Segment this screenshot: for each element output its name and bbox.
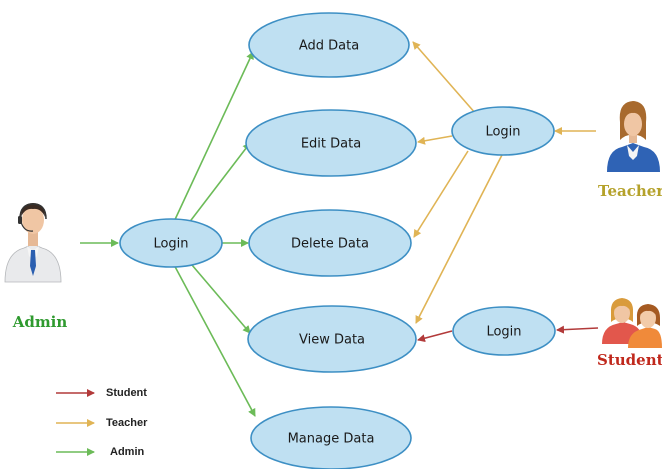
student-login-node: Login bbox=[452, 306, 556, 356]
student-edges bbox=[417, 325, 599, 343]
legend-item-admin: Admin bbox=[56, 446, 145, 458]
edge-student-to-student-login bbox=[556, 325, 599, 334]
use-case-view-data-label: View Data bbox=[299, 333, 365, 348]
teacher-edges bbox=[412, 41, 596, 324]
student-login-label: Login bbox=[486, 325, 521, 340]
admin-login-node: Login bbox=[119, 218, 223, 268]
edge-admin-login-to-edit-data bbox=[184, 142, 251, 229]
admin-login-label: Login bbox=[153, 237, 188, 252]
students-group-icon bbox=[602, 298, 662, 348]
use-case-edit-data-label: Edit Data bbox=[301, 137, 361, 152]
use-case-view-data: View Data bbox=[247, 305, 417, 373]
legend: Student Teacher Admin bbox=[56, 387, 148, 458]
teacher-person-icon bbox=[607, 101, 660, 172]
use-case-manage-data-label: Manage Data bbox=[288, 432, 375, 447]
student-actor-label: Student bbox=[597, 351, 662, 369]
edge-admin-login-to-add-data bbox=[171, 51, 254, 227]
edge-teacher-login-to-add-data bbox=[412, 41, 477, 115]
use-case-edit-data: Edit Data bbox=[245, 109, 417, 177]
use-case-delete-data-label: Delete Data bbox=[291, 237, 369, 252]
teacher-actor-label: Teacher bbox=[598, 182, 662, 200]
edge-teacher-login-to-edit-data bbox=[417, 135, 453, 145]
teacher-login-label: Login bbox=[485, 125, 520, 140]
legend-student-label: Student bbox=[106, 387, 147, 399]
use-case-manage-data: Manage Data bbox=[250, 406, 412, 469]
edge-admin-login-to-view-data bbox=[185, 257, 251, 334]
legend-teacher-label: Teacher bbox=[106, 417, 148, 429]
use-case-add-data: Add Data bbox=[248, 12, 410, 78]
edge-student-login-to-view-data bbox=[417, 330, 453, 343]
legend-item-student: Student bbox=[56, 387, 147, 399]
edge-admin-login-to-manage-data bbox=[171, 260, 256, 417]
admin-person-icon bbox=[4, 203, 62, 283]
admin-edges bbox=[80, 51, 256, 417]
edge-teacher-login-to-view-data bbox=[415, 152, 504, 324]
use-case-delete-data: Delete Data bbox=[248, 209, 412, 277]
use-case-add-data-label: Add Data bbox=[299, 39, 359, 54]
teacher-login-node: Login bbox=[451, 106, 555, 156]
edge-teacher-login-to-delete-data bbox=[413, 150, 469, 238]
legend-item-teacher: Teacher bbox=[56, 417, 148, 429]
legend-admin-label: Admin bbox=[110, 446, 145, 458]
admin-actor-label: Admin bbox=[12, 313, 68, 331]
